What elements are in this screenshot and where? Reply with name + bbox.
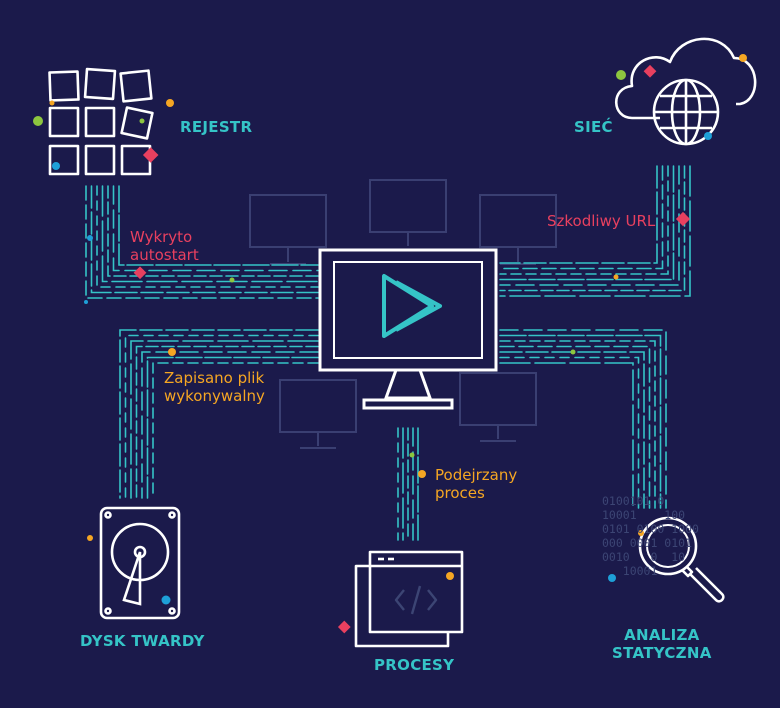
code-window-icon <box>354 550 464 648</box>
magnifier-icon <box>638 516 725 603</box>
monitor-play-icon <box>318 248 498 410</box>
binary-line: 000 0001 0101 <box>602 536 693 550</box>
circuit-trace <box>90 185 319 294</box>
circuit-lines <box>85 165 691 541</box>
autostart-line1: Wykryto <box>130 228 193 246</box>
circuit-trace <box>499 165 680 286</box>
circuit-trace <box>499 362 634 509</box>
circuit-trace <box>499 356 640 509</box>
hard-disk-icon <box>99 506 181 620</box>
process-line1: Podejrzany <box>435 466 518 484</box>
circuit-trace <box>112 185 319 272</box>
binary-line: 0101 0100 1000 <box>602 522 699 536</box>
circuit-trace <box>499 340 656 509</box>
circuit-trace <box>499 165 686 292</box>
circuit-trace <box>499 351 645 509</box>
network-label: SIEĆ <box>574 118 613 136</box>
circuit-trace <box>101 185 319 283</box>
processes-label: PROCESY <box>374 656 455 674</box>
cloud-globe-icon <box>615 37 757 146</box>
accent-dots <box>33 54 747 634</box>
process-line2: proces <box>435 484 485 502</box>
static-analysis-label: ANALIZA STATYCZNA <box>612 626 712 662</box>
autostart-line2: autostart <box>130 246 199 264</box>
circuit-trace <box>107 185 319 277</box>
circuit-trace <box>96 185 319 288</box>
circuit-trace <box>499 345 651 509</box>
circuit-trace <box>135 345 319 499</box>
circuit-trace <box>141 351 319 499</box>
circuit-trace <box>118 185 319 266</box>
circuit-trace <box>152 362 319 499</box>
hard-disk-label: DYSK TWARDY <box>80 632 205 650</box>
circuit-trace <box>499 329 667 509</box>
binary-line: 0010 0 10 <box>602 550 686 564</box>
exe-saved-label: Zapisano plik wykonywalny <box>164 369 265 405</box>
static-analysis-line1: ANALIZA <box>624 626 700 644</box>
circuit-trace <box>146 356 319 499</box>
malicious-url-label: Szkodliwy URL <box>547 212 656 230</box>
suspicious-process-label: Podejrzany proces <box>435 466 517 502</box>
circuit-trace <box>499 165 691 297</box>
circuit-trace <box>499 165 664 270</box>
circuit-trace <box>130 340 319 499</box>
binary-line: 10001 100 <box>602 508 686 522</box>
circuit-trace <box>119 329 319 499</box>
autostart-event-label: Wykryto autostart <box>130 228 199 264</box>
grid-icon <box>48 67 154 176</box>
registry-label: REJESTR <box>180 118 253 136</box>
circuit-trace <box>499 334 662 509</box>
circuit-trace <box>124 334 319 499</box>
circuit-trace <box>85 185 319 299</box>
exe-line1: Zapisano plik <box>164 369 265 387</box>
static-analysis-line2: STATYCZNA <box>612 644 712 662</box>
circuit-trace <box>499 165 658 264</box>
binary-line: 0100101 0 <box>602 494 665 508</box>
background-monitors <box>249 179 557 449</box>
exe-line2: wykonywalny <box>164 387 265 405</box>
circuit-trace <box>499 165 669 275</box>
binary-line: 10001 <box>602 564 658 578</box>
circuit-trace <box>499 165 675 281</box>
